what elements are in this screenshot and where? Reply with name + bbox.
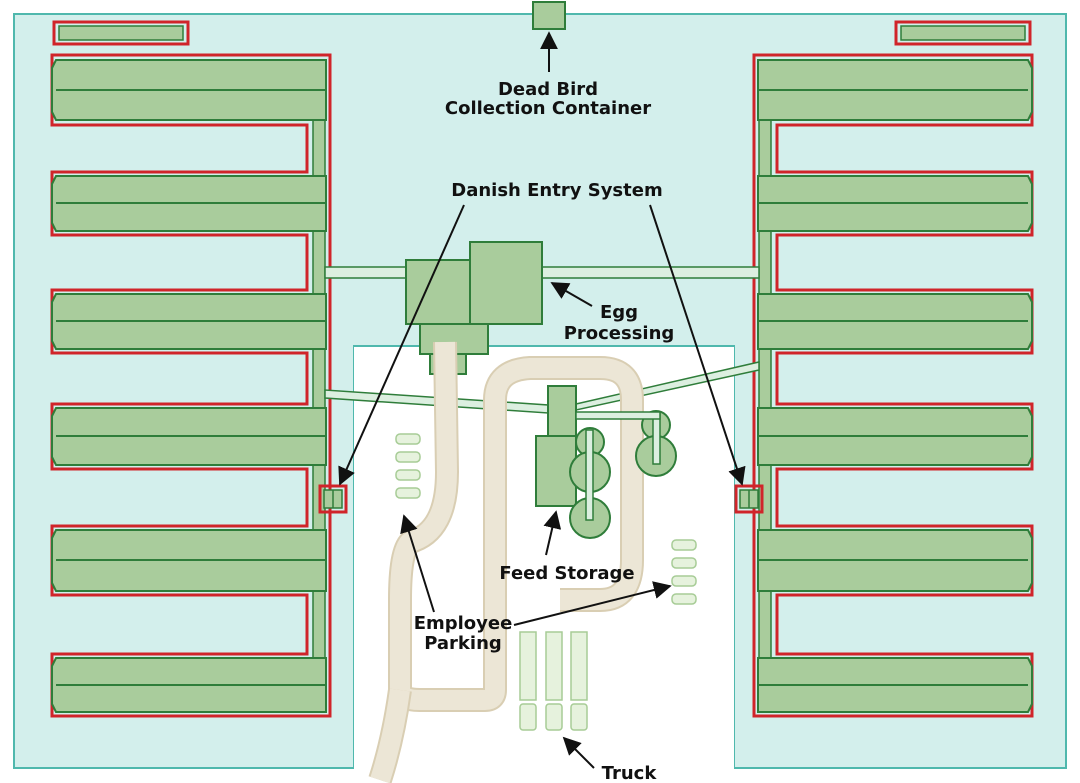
labels: Dead Bird Collection Container Danish En… bbox=[414, 79, 675, 783]
employee-parking-label-line2: Parking bbox=[424, 633, 502, 654]
barn bbox=[757, 175, 1033, 232]
employee-parking-right bbox=[671, 539, 697, 605]
employee-parking-left bbox=[395, 433, 421, 499]
barn bbox=[51, 407, 327, 466]
feed-storage-label: Feed Storage bbox=[499, 563, 634, 584]
barn bbox=[757, 59, 1033, 121]
barn bbox=[757, 657, 1033, 713]
barn bbox=[757, 407, 1033, 466]
dead-bird-container bbox=[532, 1, 566, 30]
right-corridor bbox=[758, 59, 772, 711]
danish-entry-left bbox=[318, 484, 348, 514]
egg-processing-label-line2: Processing bbox=[564, 323, 675, 344]
danish-entry-right bbox=[734, 484, 764, 514]
dead-bird-label-line2: Collection Container bbox=[445, 98, 651, 119]
truck-1 bbox=[519, 631, 537, 731]
egg-processing-label-line1: Egg bbox=[600, 302, 638, 323]
truck-3 bbox=[570, 631, 588, 731]
trucks bbox=[519, 631, 588, 731]
dead-bird-label-line1: Dead Bird bbox=[498, 79, 598, 100]
left-corridor bbox=[312, 59, 326, 711]
right-biosecurity-line bbox=[752, 53, 1034, 718]
barn bbox=[51, 293, 327, 350]
annotation-arrows bbox=[338, 31, 746, 769]
roads bbox=[368, 341, 644, 783]
left-biosecurity-line bbox=[50, 53, 332, 718]
top-left-marker bbox=[52, 20, 190, 46]
left-barns bbox=[51, 59, 327, 713]
barn bbox=[51, 59, 327, 121]
barn bbox=[757, 529, 1033, 592]
employee-parking-label-line1: Employee bbox=[414, 613, 513, 634]
right-barns bbox=[757, 59, 1033, 713]
top-right-marker bbox=[894, 20, 1032, 46]
barn bbox=[757, 293, 1033, 350]
danish-entry-label: Danish Entry System bbox=[451, 180, 662, 201]
barn bbox=[51, 657, 327, 713]
barn bbox=[51, 175, 327, 232]
truck-label: Truck bbox=[602, 763, 658, 783]
barn bbox=[51, 529, 327, 592]
truck-2 bbox=[545, 631, 563, 731]
feed-conveyors bbox=[575, 411, 661, 521]
